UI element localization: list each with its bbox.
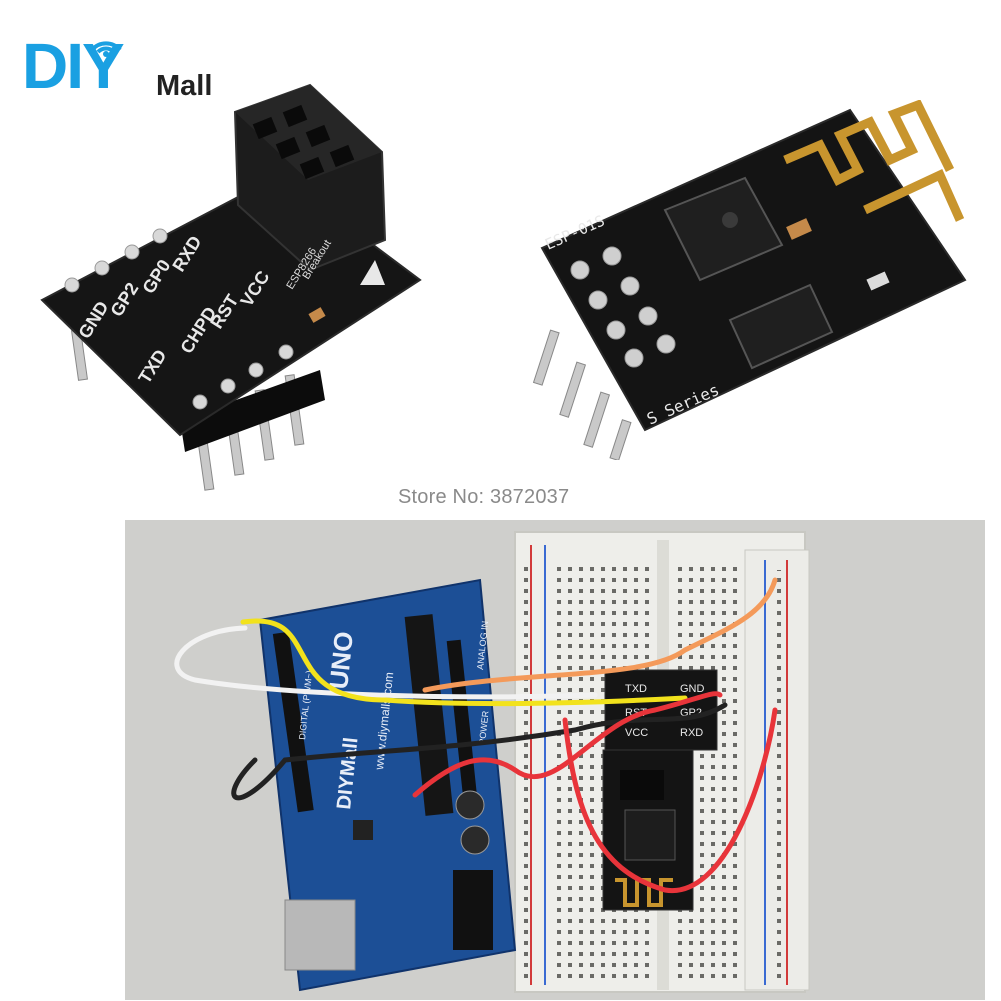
diymall-logo: DIY Mall <box>22 28 232 108</box>
breadboard-esp-module: TXD GND RST GP2 VCC RXD <box>602 669 718 911</box>
arduino-board: www.diymalls.com DIYMall UNO ANALOG IN P… <box>258 578 517 992</box>
bb-label-gnd: GND <box>680 683 705 695</box>
bb-label-rxd: RXD <box>680 727 703 739</box>
bb-label-vcc: VCC <box>625 727 648 739</box>
esp8266-breakout-adapter: GND GP2 GP0 RXD TXD CHPD RST VCC ESP8266… <box>40 83 422 491</box>
esp-01s-module: ESP-01S S Series <box>532 100 967 460</box>
jumper-wires <box>174 577 778 893</box>
wiring-photo: www.diymalls.com DIYMall UNO ANALOG IN P… <box>125 520 985 1000</box>
store-number: Store No: 3872037 <box>398 486 570 508</box>
wifi-icon <box>90 41 122 57</box>
arduino-uno: UNO <box>323 630 359 691</box>
arduino-power-label: POWER <box>477 710 491 745</box>
logo-suffix: Mall <box>156 70 213 102</box>
logo-text: DIY <box>22 30 125 102</box>
bb-label-txd: TXD <box>625 683 647 695</box>
module-pins <box>532 329 632 460</box>
